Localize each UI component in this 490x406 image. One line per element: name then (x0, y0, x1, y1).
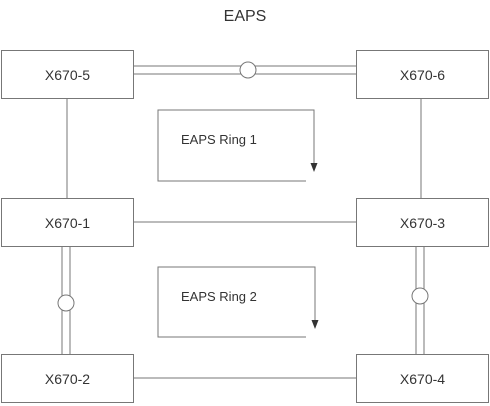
blocked-port-icon (57, 294, 75, 312)
switch-x670-3: X670-3 (356, 198, 489, 247)
switch-x670-1: X670-1 (1, 198, 134, 247)
ring1-label: EAPS Ring 1 (181, 132, 257, 147)
blocked-port-icon (239, 61, 257, 79)
switch-x670-2: X670-2 (1, 354, 134, 403)
ring2-label: EAPS Ring 2 (181, 289, 257, 304)
link-x670-5-x670-6 (134, 61, 358, 79)
diagram-title: EAPS (223, 8, 267, 25)
ring1-direction-arrow (157, 109, 318, 182)
switch-x670-6: X670-6 (356, 50, 489, 99)
switch-x670-4: X670-4 (356, 354, 489, 403)
link-x670-3-x670-4 (411, 247, 429, 355)
blocked-port-icon (411, 287, 429, 305)
link-x670-1-x670-2 (57, 247, 75, 355)
ring2-direction-arrow (157, 266, 319, 338)
switch-x670-5: X670-5 (1, 50, 134, 99)
